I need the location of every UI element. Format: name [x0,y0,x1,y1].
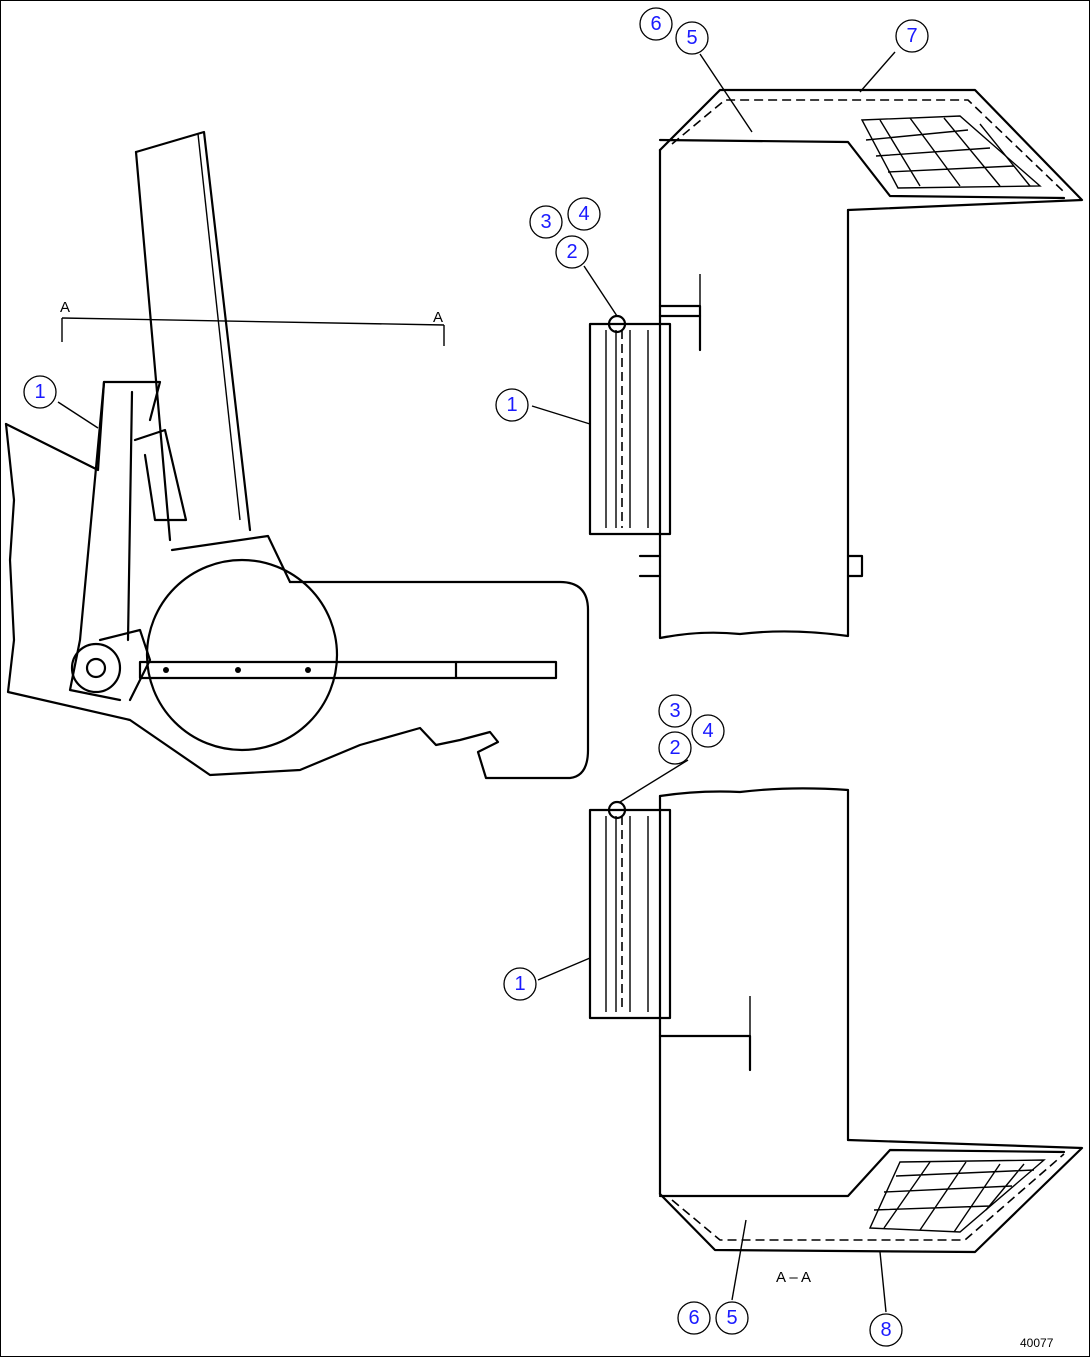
callout-bubble-4b: 4 [691,714,725,748]
callout-bubble-6a: 6 [639,7,673,41]
section-view-top [588,88,1084,640]
callout-bubble-3b: 3 [658,694,692,728]
callout-bubble-2a: 2 [555,235,589,269]
svg-text:3: 3 [669,700,680,722]
svg-text:6: 6 [650,13,661,35]
section-view-bottom: A – A [588,787,1084,1286]
callout-bubble-5a: 5 [675,21,709,55]
callout-bubble-1c: 1 [503,967,537,1001]
svg-text:1: 1 [514,973,525,995]
mesh-top [860,115,1042,189]
svg-text:5: 5 [686,27,697,49]
svg-text:2: 2 [669,737,680,759]
svg-text:1: 1 [506,394,517,416]
svg-text:4: 4 [578,203,589,225]
callout-bubble-3a: 3 [529,205,563,239]
svg-text:5: 5 [726,1307,737,1329]
drawing-number: 40077 [1020,1336,1054,1350]
svg-text:1: 1 [34,381,45,403]
svg-text:2: 2 [566,241,577,263]
section-marker-left: A [60,299,70,316]
callout-bubble-1b: 1 [495,388,529,422]
callout-bubble-4a: 4 [567,197,601,231]
leader-lines [57,51,896,1313]
mesh-bottom [868,1159,1046,1233]
callout-bubble-2b: 2 [658,731,692,765]
callout-bubble-5b: 5 [715,1301,749,1335]
svg-text:3: 3 [540,211,551,233]
section-view-label: A – A [776,1269,811,1286]
callout-bubble-8: 8 [869,1313,903,1347]
svg-text:6: 6 [688,1307,699,1329]
callout-bubble-1a: 1 [23,375,57,409]
svg-text:4: 4 [702,720,713,742]
section-marker-right: A [433,309,443,326]
svg-text:7: 7 [906,25,917,47]
callout-bubble-7: 7 [895,19,929,53]
svg-text:8: 8 [880,1319,891,1341]
callout-bubble-6b: 6 [677,1301,711,1335]
side-view: A A [4,130,590,780]
